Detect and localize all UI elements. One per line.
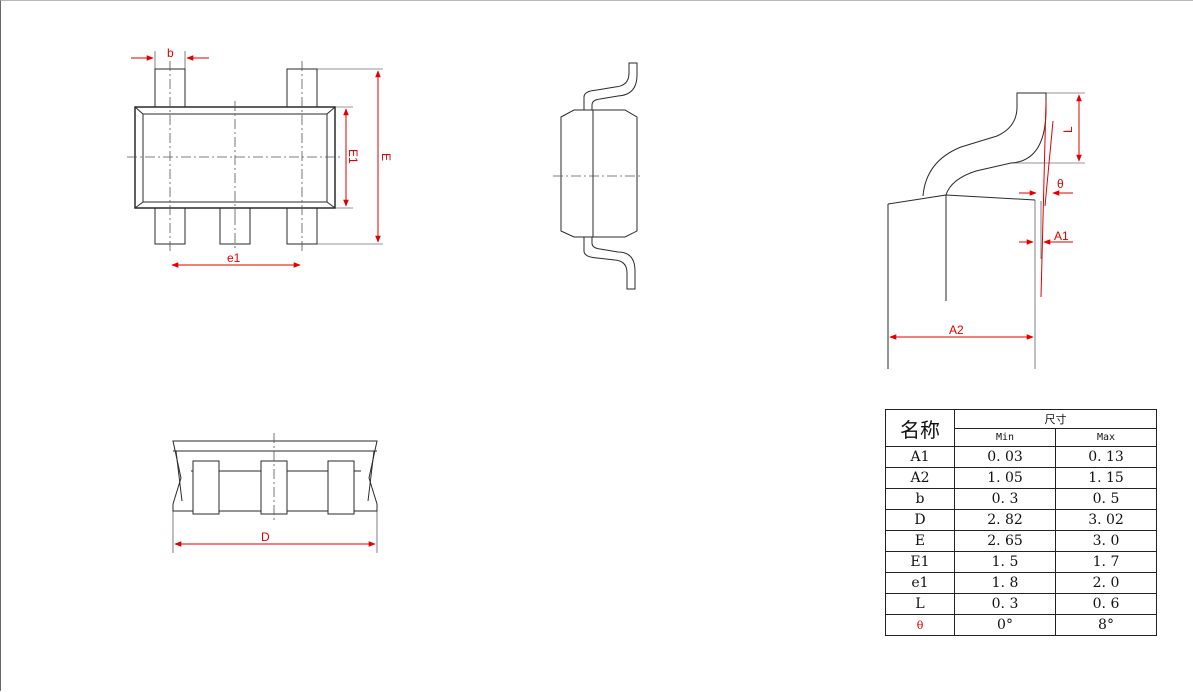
top-view [127,51,383,251]
row-max: 0. 6 [1055,593,1157,615]
front-lead-3 [327,460,355,515]
front-view [172,433,378,553]
row-name: E [885,530,955,552]
side-view [553,62,641,290]
row-min: 0. 3 [954,593,1056,615]
dim-label-a1: A1 [1054,229,1069,243]
table-row: E 2. 65 3. 0 [885,530,1157,552]
row-min: 0. 03 [954,446,1056,468]
table-subheader-row: Min Max [886,428,1157,447]
row-max: 1. 15 [1055,467,1157,489]
row-name: L [885,593,955,615]
row-name: A1 [885,446,955,468]
row-max: 8° [1055,614,1157,636]
table-row: A2 1. 05 1. 15 [885,467,1157,489]
table-row: θ 0° 8° [885,614,1157,636]
dim-label-e1: E1 [346,149,360,164]
dim-label-b: b [167,46,174,60]
row-max: 3. 02 [1055,509,1157,531]
row-min: 1. 5 [954,551,1056,573]
table-header-row: 名称 尺寸 [885,408,1157,447]
side-body [560,109,638,238]
table-row: A1 0. 03 0. 13 [885,446,1157,468]
row-name: θ [885,614,955,636]
dim-label-theta: θ [1057,177,1064,191]
row-name: A2 [885,467,955,489]
header-size: 尺寸 [954,408,1157,430]
row-min: 0. 3 [954,488,1056,510]
dim-label-e: E [379,153,393,161]
dim-label-l: L [1061,126,1075,133]
row-name: E1 [885,551,955,573]
side-lead-bottom [583,237,636,290]
row-max: 2. 0 [1055,572,1157,594]
top-view-dimensions [131,55,381,268]
row-name: b [885,488,955,510]
row-min: 1. 05 [954,467,1056,489]
row-min: 0° [954,614,1056,636]
row-max: 0. 13 [1055,446,1157,468]
row-max: 1. 7 [1055,551,1157,573]
lead-detail [887,92,1085,369]
header-min: Min [954,428,1056,447]
header-max: Max [1055,428,1157,447]
dimension-table: 名称 尺寸 Min Max A1 0. 03 0. 13 A2 1. 05 1.… [885,408,1157,636]
row-min: 2. 82 [954,509,1056,531]
front-lead-1 [192,460,220,515]
row-name: D [885,509,955,531]
row-max: 3. 0 [1055,530,1157,552]
table-row: e1 1. 8 2. 0 [885,572,1157,594]
row-name: e1 [885,572,955,594]
table-row: b 0. 3 0. 5 [885,488,1157,510]
row-min: 2. 65 [954,530,1056,552]
side-lead-top [583,62,638,110]
row-min: 1. 8 [954,572,1056,594]
lead-detail-dimensions [889,94,1082,340]
table-row: L 0. 3 0. 6 [885,593,1157,615]
dim-label-e1-pitch: e1 [227,251,241,265]
row-max: 0. 5 [1055,488,1157,510]
header-name: 名称 [885,409,955,447]
table-row: D 2. 82 3. 02 [885,509,1157,531]
table-row: E1 1. 5 1. 7 [885,551,1157,573]
dim-label-d: D [261,530,270,544]
dim-label-a2: A2 [949,323,964,337]
